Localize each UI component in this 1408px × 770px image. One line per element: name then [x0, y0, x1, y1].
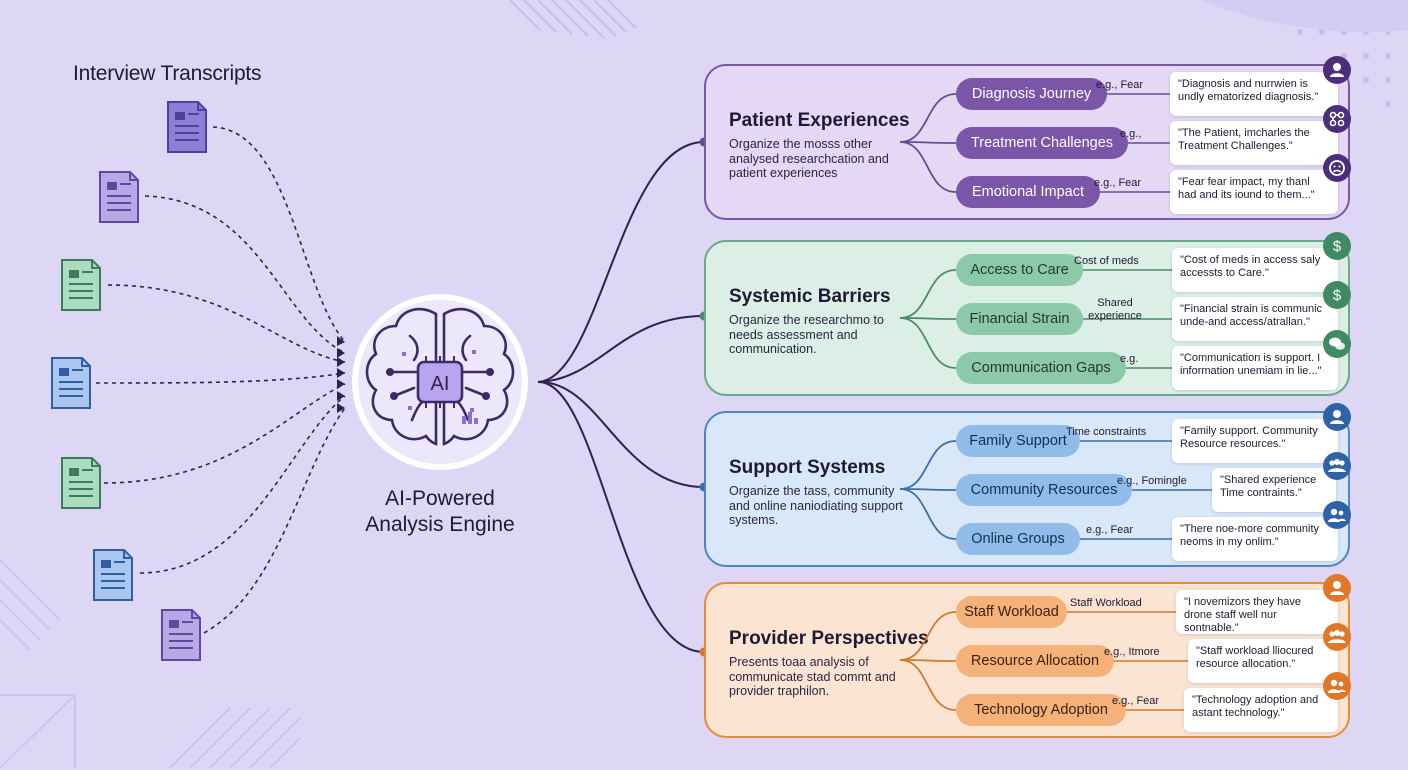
subtheme-tag: e.g., Itmore	[1104, 646, 1160, 658]
dollar-icon: $	[1323, 232, 1351, 260]
document-icon	[61, 457, 101, 509]
subtheme-quote: "Technology adoption and astant technolo…	[1184, 688, 1338, 732]
theme-title: Provider Perspectives	[729, 628, 929, 649]
subtheme-quote: "Shared experience Time contraints."	[1212, 468, 1336, 512]
subtheme-quote: "Cost of meds in access saly accessts to…	[1172, 248, 1338, 292]
subtheme-pill: Online Groups	[956, 523, 1080, 555]
sources-title: Interview Transcripts	[73, 62, 262, 85]
svg-text:$: $	[1333, 287, 1342, 304]
person-group-icon	[1323, 672, 1351, 700]
person-icon	[1323, 56, 1351, 84]
subtheme-quote: "Communication is support. I information…	[1172, 346, 1338, 390]
chat-icon	[1323, 330, 1351, 358]
theme-description: Organize the researchmo to needs assessm…	[729, 313, 884, 356]
subtheme-tag: e.g., Fear	[1086, 524, 1134, 536]
document-icon	[51, 357, 91, 409]
subtheme-tag: e.g.,	[1120, 128, 1142, 140]
person-group-icon	[1323, 501, 1351, 529]
subtheme-tag: e.g., Fear	[1096, 79, 1144, 91]
person-icon	[1323, 403, 1351, 431]
subtheme-tag: Staff Workload	[1070, 597, 1142, 609]
transcript-sources	[51, 101, 346, 661]
subtheme-tag: e.g.	[1120, 353, 1139, 365]
subtheme-pill: Communication Gaps	[956, 352, 1126, 384]
brain-icon: AI	[352, 294, 528, 470]
theme-link	[537, 380, 705, 488]
subtheme-pill: Community Resources	[956, 474, 1132, 506]
person-icon	[1323, 574, 1351, 602]
engine-chip-label: AI	[431, 373, 450, 395]
subtheme-pill: Treatment Challenges	[956, 127, 1128, 159]
subtheme-tag: Shared experience	[1088, 297, 1142, 322]
subtheme-tag: Cost of meds	[1074, 255, 1139, 267]
theme-title: Systemic Barriers	[729, 286, 891, 307]
engine-label-line2: Analysis Engine	[365, 513, 515, 536]
subtheme-quote: "Family support. Community Resource reso…	[1172, 419, 1338, 463]
engine-label-line1: AI-Powered	[385, 487, 495, 510]
theme-description: Organize the mosss other analysed resear…	[729, 137, 889, 180]
document-icon	[161, 609, 201, 661]
subtheme-quote: "I novemizors they have drone staff well…	[1176, 590, 1338, 634]
subtheme-pill: Staff Workload	[956, 596, 1067, 628]
subtheme-pill: Diagnosis Journey	[956, 78, 1107, 110]
subtheme-pill: Access to Care	[956, 254, 1083, 286]
document-icon	[61, 259, 101, 311]
subtheme-tag: e.g., Fear	[1112, 695, 1160, 707]
document-icon	[99, 171, 139, 223]
document-icon	[93, 549, 133, 601]
group-icon	[1323, 452, 1351, 480]
theme-description: Organize the tass, community and online …	[729, 484, 903, 527]
document-icon	[167, 101, 207, 153]
subtheme-pill: Technology Adoption	[956, 694, 1126, 726]
subtheme-quote: "Staff workload lliocured resource alloc…	[1188, 639, 1338, 683]
theme-link	[537, 380, 705, 653]
subtheme-quote: "Diagnosis and nurrwien is undly ematori…	[1170, 72, 1338, 116]
group-icon	[1323, 623, 1351, 651]
theme-title: Patient Experiences	[729, 110, 910, 131]
subtheme-pill: Financial Strain	[956, 303, 1083, 335]
theme-description: Presents toaa analysis of communicate st…	[729, 655, 896, 698]
subtheme-pill: Family Support	[956, 425, 1080, 457]
theme-title: Support Systems	[729, 457, 886, 478]
engine-label: AI-Powered Analysis Engine	[330, 486, 550, 538]
subtheme-quote: "Financial strain is communic unde-and a…	[1172, 297, 1338, 341]
svg-text:$: $	[1333, 238, 1342, 255]
dollar-icon: $	[1323, 281, 1351, 309]
subtheme-quote: "There noe-more community neoms in my on…	[1172, 517, 1338, 561]
subtheme-quote: "The Patient, imcharles the Treatment Ch…	[1170, 121, 1338, 165]
sad-face-icon	[1323, 154, 1351, 182]
subtheme-tag: e.g., Fear	[1094, 177, 1142, 189]
subtheme-pill: Emotional Impact	[956, 176, 1100, 208]
subtheme-tag: Time constraints	[1066, 426, 1147, 438]
subtheme-tag: e.g., Fomingle	[1117, 475, 1187, 487]
theme-link	[537, 141, 705, 383]
network-icon	[1323, 105, 1351, 133]
subtheme-quote: "Fear fear impact, my thanl had and its …	[1170, 170, 1338, 214]
theme-link	[537, 315, 705, 383]
subtheme-pill: Resource Allocation	[956, 645, 1114, 677]
